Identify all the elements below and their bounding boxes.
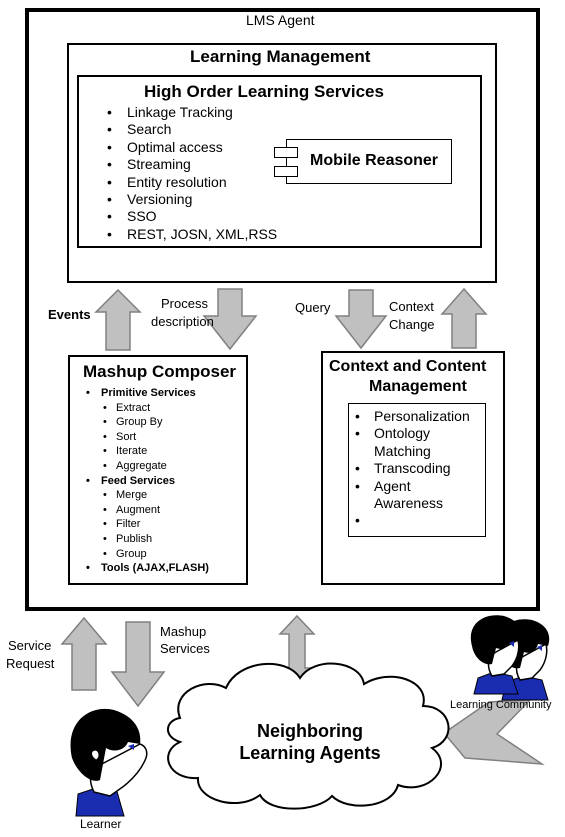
service-item: SSO (105, 208, 277, 226)
query-label: Query (295, 300, 331, 315)
context-item-cont: Awareness (374, 495, 444, 512)
query-arrow (334, 289, 388, 350)
service-item: Search (105, 121, 277, 139)
service-item: Linkage Tracking (105, 104, 277, 122)
feed-service-item: Publish (116, 532, 153, 545)
mashup-services-arrow (110, 621, 166, 708)
context-change-label: Context (389, 299, 434, 314)
feed-services-heading: Feed Services (101, 474, 175, 487)
process-description-label: Process (161, 296, 208, 311)
service-item: Optimal access (105, 139, 277, 157)
tools-heading: Tools (AJAX,FLASH) (101, 562, 209, 575)
service-item: REST, JOSN, XML,RSS (105, 226, 277, 244)
events-arrow (94, 288, 142, 351)
mobile-reasoner-box (286, 139, 452, 184)
component-port-icon (274, 166, 298, 177)
lms-agent-title: LMS Agent (246, 12, 315, 28)
context-item: Personalization (374, 408, 470, 424)
service-request-arrow (60, 616, 108, 691)
mobile-reasoner-label: Mobile Reasoner (310, 152, 439, 169)
service-item: Streaming (105, 156, 277, 174)
primitive-services-heading: Primitive Services (101, 387, 196, 399)
context-item: Transcoding (374, 460, 451, 477)
feed-service-item: Augment (116, 503, 161, 516)
primitive-service-item: Iterate (116, 445, 148, 458)
mashup-services-label: Mashup (160, 624, 207, 639)
events-label: Events (48, 307, 91, 322)
feed-service-item: Group (116, 547, 147, 560)
context-management-title-line2: Management (369, 378, 467, 395)
primitive-service-item: Group By (116, 416, 163, 429)
feed-service-item: Merge (116, 489, 148, 502)
learner-label: Learner (80, 817, 122, 831)
learning-community-figure (470, 615, 550, 701)
mashup-services-label-line2: Services (160, 641, 210, 656)
mashup-composer-title: Mashup Composer (83, 362, 237, 381)
context-management-title: Context and Content (329, 358, 487, 375)
feed-service-item: Filter (116, 518, 141, 531)
high-order-services-title: High Order Learning Services (144, 82, 384, 101)
component-port-icon (274, 147, 298, 158)
service-request-label-line2: Request (6, 656, 55, 671)
process-description-label-line2: description (151, 314, 214, 329)
mashup-composer-list: • Primitive Services •Extract •Group By … (86, 387, 209, 575)
community-arrow (442, 699, 545, 765)
service-item: Versioning (105, 191, 277, 209)
context-items-box (348, 403, 486, 537)
context-change-label-line2: Change (389, 317, 435, 332)
service-item: Entity resolution (105, 174, 277, 192)
primitive-service-item: Extract (116, 401, 151, 414)
cloud-label-line1: Neighboring (257, 721, 363, 741)
service-request-label: Service (8, 638, 52, 653)
context-change-arrow (440, 287, 488, 349)
mashup-composer-box (68, 355, 248, 585)
cloud-label: Neighboring Learning Agents (200, 720, 420, 764)
cloud-shape (167, 662, 450, 810)
learning-management-title: Learning Management (190, 47, 371, 66)
learning-community-label: Learning Community (450, 699, 552, 711)
high-order-services-list: Linkage Tracking Search Optimal access S… (105, 104, 277, 244)
primitive-service-item: Sort (116, 430, 137, 443)
cloud-label-line2: Learning Agents (239, 743, 381, 763)
context-item-cont: Matching (374, 442, 431, 459)
learner-figure (70, 708, 148, 817)
context-item: Ontology (374, 425, 431, 442)
primitive-service-item: Aggregate (116, 459, 167, 472)
context-item: Agent (374, 477, 411, 494)
process-description-arrow (202, 288, 258, 351)
